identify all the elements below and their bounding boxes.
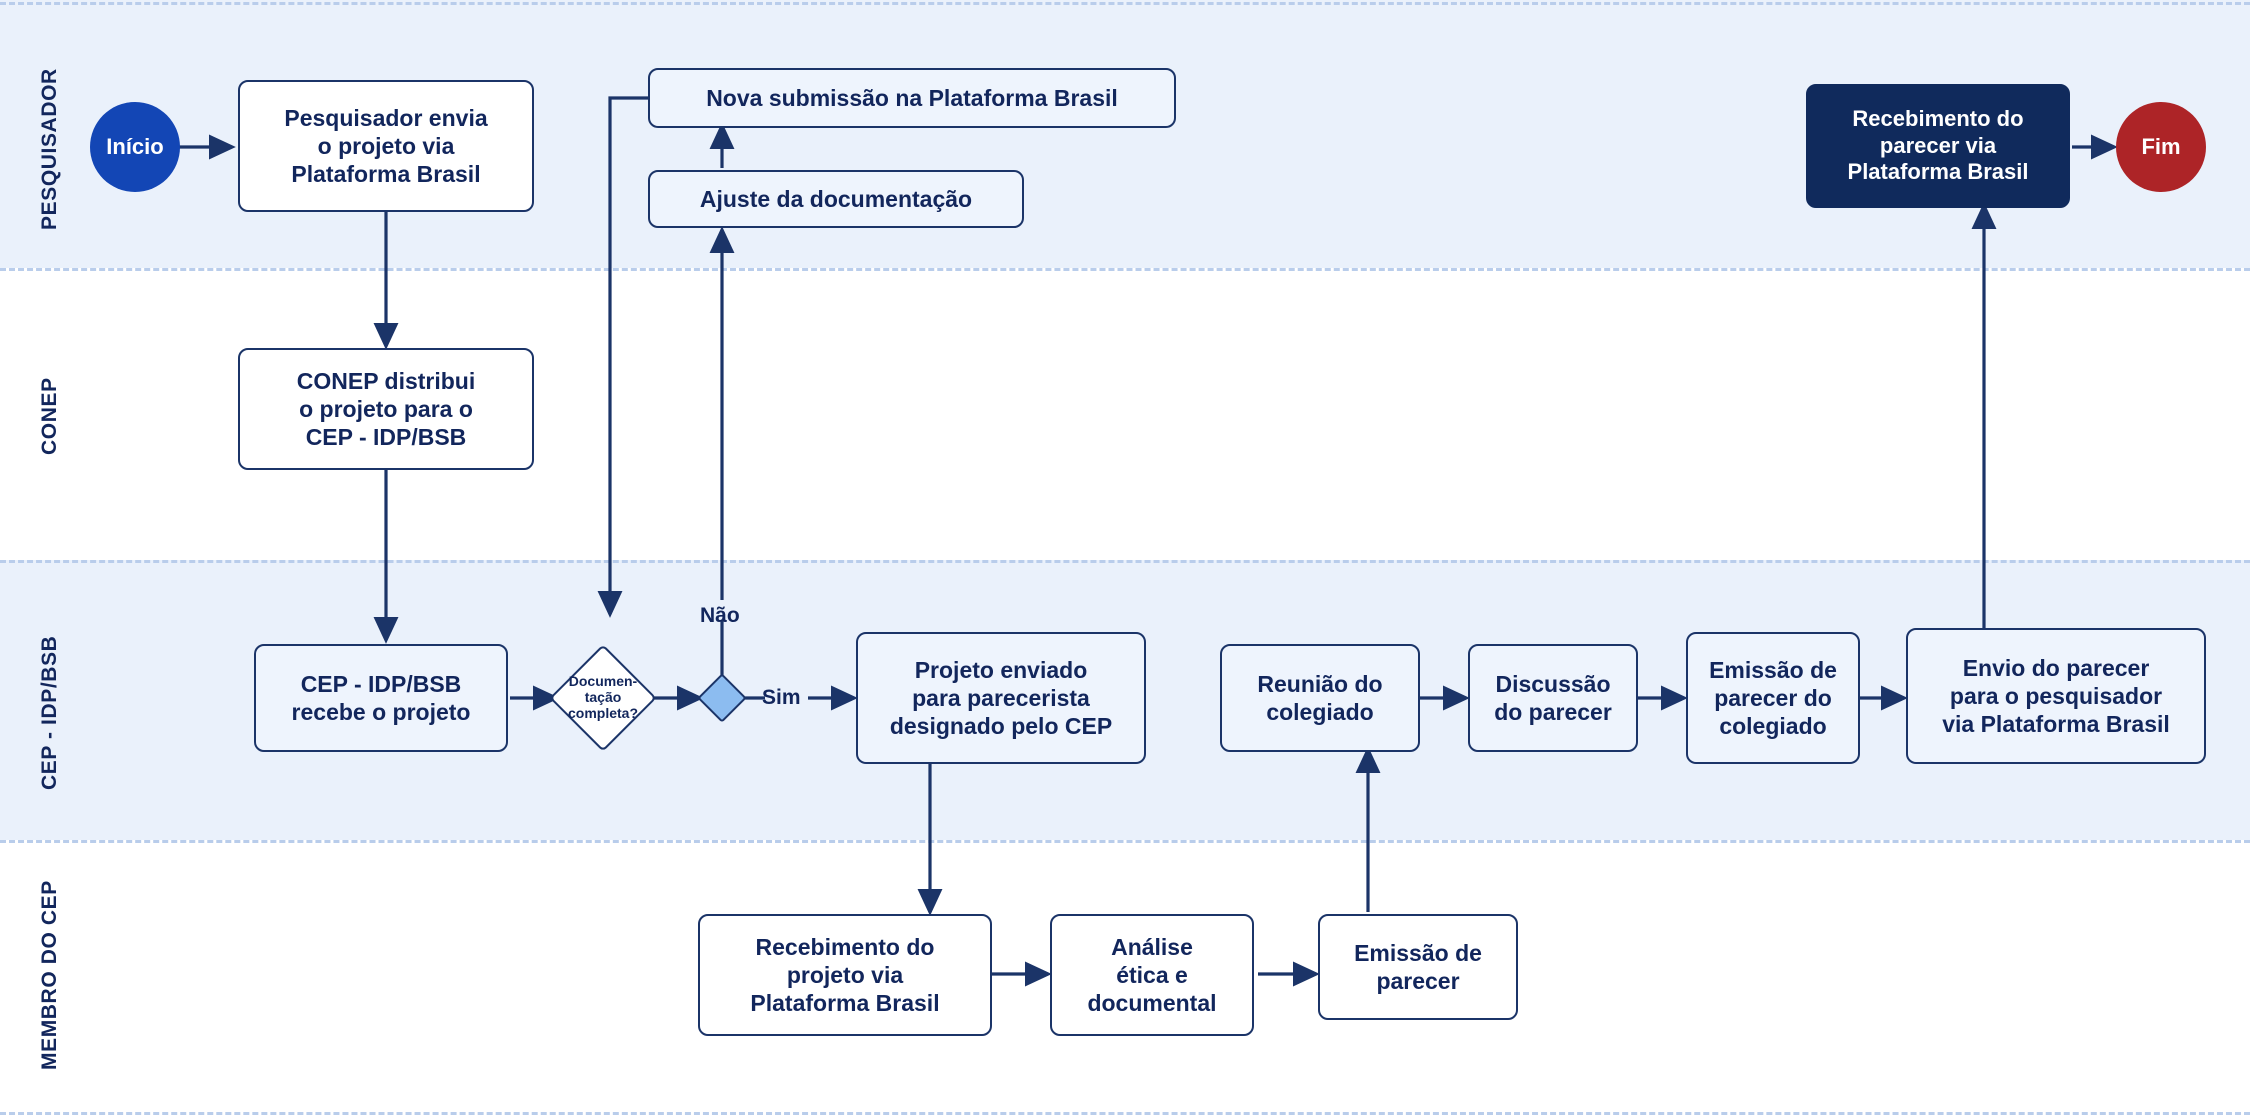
- lane-label-conep: CONEP: [38, 377, 61, 455]
- lane-divider-3: [0, 840, 2250, 843]
- lane-divider-2: [0, 560, 2250, 563]
- node-recebimento-projeto[interactable]: Recebimento do projeto via Plataforma Br…: [698, 914, 992, 1036]
- node-analise-etica-documental[interactable]: Análise ética e documental: [1050, 914, 1254, 1036]
- gateway-diamond[interactable]: [697, 673, 747, 723]
- decision-label: Documen- tação completa?: [567, 673, 638, 721]
- node-envio-parecer-pesquisador[interactable]: Envio do parecer para o pesquisador via …: [1906, 628, 2206, 764]
- lane-label-cep: CEP - IDP/BSB: [38, 635, 61, 790]
- node-emissao-parecer[interactable]: Emissão de parecer: [1318, 914, 1518, 1020]
- decision-documentacao-completa[interactable]: Documen- tação completa?: [549, 644, 657, 752]
- node-discussao-parecer[interactable]: Discussão do parecer: [1468, 644, 1638, 752]
- end-terminator[interactable]: Fim: [2116, 102, 2206, 192]
- node-pesquisador-envia[interactable]: Pesquisador envia o projeto via Platafor…: [238, 80, 534, 212]
- lane-label-pesquisador: PESQUISADOR: [38, 68, 61, 230]
- node-nova-submissao[interactable]: Nova submissão na Plataforma Brasil: [648, 68, 1176, 128]
- lane-divider-bottom: [0, 1112, 2250, 1115]
- node-reuniao-colegiado[interactable]: Reunião do colegiado: [1220, 644, 1420, 752]
- lane-divider-top: [0, 2, 2250, 5]
- node-conep-distribui[interactable]: CONEP distribui o projeto para o CEP - I…: [238, 348, 534, 470]
- node-emissao-parecer-colegiado[interactable]: Emissão de parecer do colegiado: [1686, 632, 1860, 764]
- lane-label-membro: MEMBRO DO CEP: [38, 880, 61, 1070]
- edge-label-nao: Não: [700, 604, 740, 627]
- start-terminator[interactable]: Início: [90, 102, 180, 192]
- lane-divider-1: [0, 268, 2250, 271]
- gateway-diamond-shape: [697, 673, 747, 723]
- node-ajuste-documentacao[interactable]: Ajuste da documentação: [648, 170, 1024, 228]
- node-cep-recebe-projeto[interactable]: CEP - IDP/BSB recebe o projeto: [254, 644, 508, 752]
- node-projeto-enviado-parecerista[interactable]: Projeto enviado para parecerista designa…: [856, 632, 1146, 764]
- end-label: Fim: [2141, 134, 2181, 159]
- edge-label-sim: Sim: [762, 686, 801, 709]
- start-label: Início: [106, 134, 164, 159]
- node-recebimento-parecer[interactable]: Recebimento do parecer via Plataforma Br…: [1806, 84, 2070, 208]
